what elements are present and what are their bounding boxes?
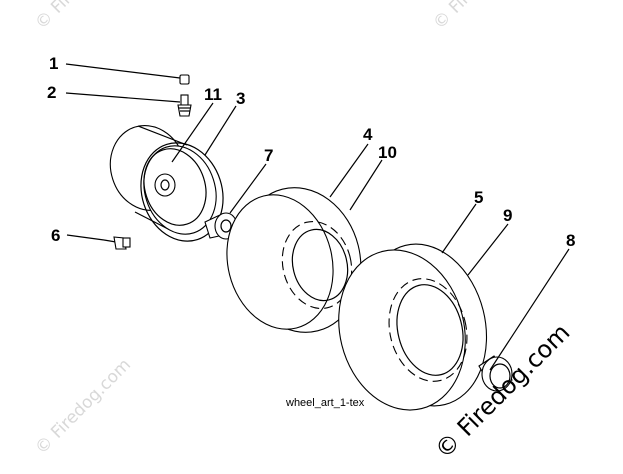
callout-4: 4 bbox=[363, 125, 373, 144]
callout-2: 2 bbox=[47, 83, 56, 102]
part-valve-cap bbox=[179, 74, 190, 85]
watermark-top-right: © Firedog.com bbox=[429, 0, 533, 34]
part-valve-stem bbox=[177, 94, 192, 117]
callout-1: 1 bbox=[49, 54, 58, 73]
callout-3: 3 bbox=[236, 89, 245, 108]
part-wheel-rim bbox=[109, 124, 217, 235]
callout-6: 6 bbox=[51, 226, 60, 245]
diagram-caption: wheel_art_1-tex bbox=[285, 397, 365, 409]
callout-7: 7 bbox=[264, 146, 273, 165]
callout-5: 5 bbox=[474, 188, 483, 207]
watermark-top-left: © Firedog.com bbox=[31, 0, 135, 34]
part-rear-tire bbox=[338, 243, 488, 411]
part-front-tire bbox=[226, 187, 362, 333]
part-bolt bbox=[103, 236, 131, 250]
part-seal-ring bbox=[140, 142, 224, 242]
watermark-bottom-left: © Firedog.com bbox=[31, 355, 135, 459]
leader-lines bbox=[65, 63, 570, 371]
callout-9: 9 bbox=[503, 206, 512, 225]
callout-11: 11 bbox=[204, 85, 222, 104]
callout-10: 10 bbox=[378, 143, 397, 162]
part-rear-bushing bbox=[478, 355, 513, 392]
callout-8: 8 bbox=[566, 231, 575, 250]
